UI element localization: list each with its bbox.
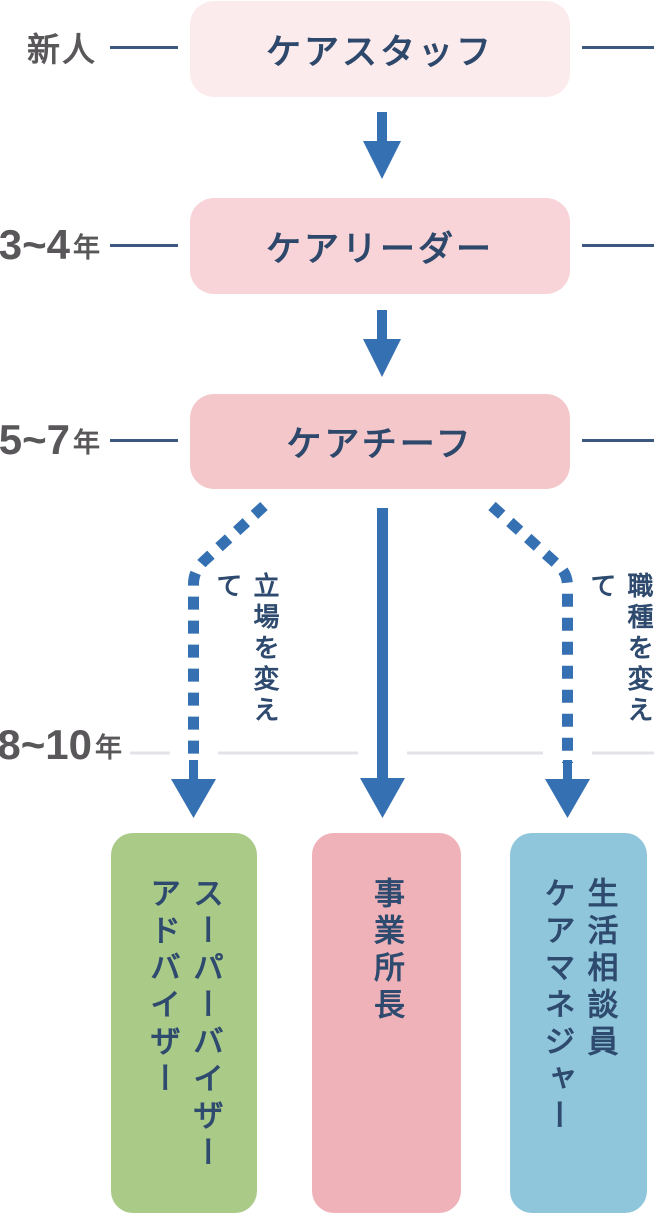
milestone-text: 3~4 (0, 221, 70, 268)
stage-box-care-leader: ケアリーダー (190, 198, 570, 294)
stage-label: ケアリーダー (265, 229, 494, 269)
branch-note-change-job-type: 職種を変えて (587, 572, 654, 727)
outcome-box-office-manager: 事業所長 (312, 833, 461, 1213)
stage-box-care-chief: ケアチーフ (190, 394, 570, 489)
milestone-unit: 年 (95, 732, 122, 763)
dashed-arrow-right-branch (488, 501, 590, 818)
arrow-down-icon-center-branch (360, 508, 405, 818)
stage-label: ケアチーフ (286, 425, 474, 464)
stage-box-care-staff: ケアスタッフ (190, 1, 570, 97)
milestone-text: 新人 (27, 31, 97, 68)
arrow-down-icon-stage1-stage2 (363, 112, 401, 179)
dashed-arrow-left-branch (171, 501, 268, 818)
stage-label: ケアスタッフ (265, 32, 494, 72)
outcome-box-supervisor-advisor: スーパーバイザー アドバイザー (111, 833, 257, 1213)
milestone-label-newcomer: 新人 (0, 19, 100, 75)
arrow-down-icon-stage2-stage3 (363, 310, 401, 377)
outcome-box-life-consultant-care-manager: 生活相談員 ケアマネジャー (510, 833, 647, 1213)
milestone-text: 5~7 (0, 416, 70, 463)
milestone-unit: 年 (73, 232, 100, 263)
outcome-label: 事業所長 (369, 877, 404, 1025)
milestone-unit: 年 (73, 427, 100, 458)
outcome-label: 生活相談員 ケアマネジャー (539, 877, 618, 1136)
branch-note-change-position: 立場を変えて (213, 572, 280, 727)
milestone-text: 8~10 (0, 721, 92, 768)
outcome-label: スーパーバイザー アドバイザー (145, 877, 223, 1173)
